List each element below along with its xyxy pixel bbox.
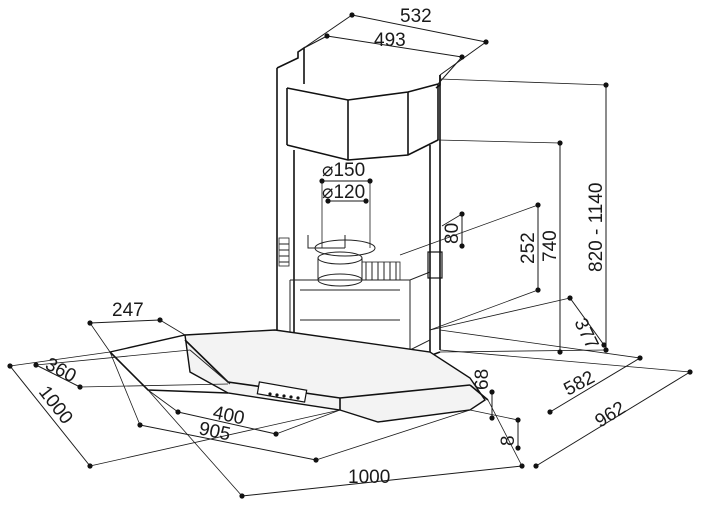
right-vertical-dimensions: 820 - 1140 740 252 80 377 xyxy=(399,78,609,355)
dim-740: 740 xyxy=(540,230,561,262)
chimney-outline xyxy=(276,46,443,369)
dim-252: 252 xyxy=(518,232,539,264)
dim-532: 532 xyxy=(400,6,432,27)
dim-377: 377 xyxy=(570,315,603,353)
dim-820-1140: 820 - 1140 xyxy=(586,183,607,272)
dim-962: 962 xyxy=(592,398,630,433)
dim-diameter-150: ⌀150 xyxy=(322,160,365,181)
diameter-dimensions: ⌀150 ⌀120 xyxy=(319,160,373,248)
dim-582: 582 xyxy=(560,367,598,400)
dim-493: 493 xyxy=(374,30,406,51)
dim-8: 8 xyxy=(498,435,519,446)
dim-1000-left: 1000 xyxy=(34,382,77,428)
grille-hatch xyxy=(361,261,401,281)
dim-diameter-120: ⌀120 xyxy=(322,182,365,203)
canopy xyxy=(109,329,489,423)
control-panel xyxy=(256,381,308,403)
top-dimensions: 532 493 xyxy=(297,6,489,85)
dim-80: 80 xyxy=(442,223,463,244)
dim-1000-bottom: 1000 xyxy=(348,467,390,488)
dim-247: 247 xyxy=(112,300,144,321)
dim-68: 68 xyxy=(472,369,493,390)
